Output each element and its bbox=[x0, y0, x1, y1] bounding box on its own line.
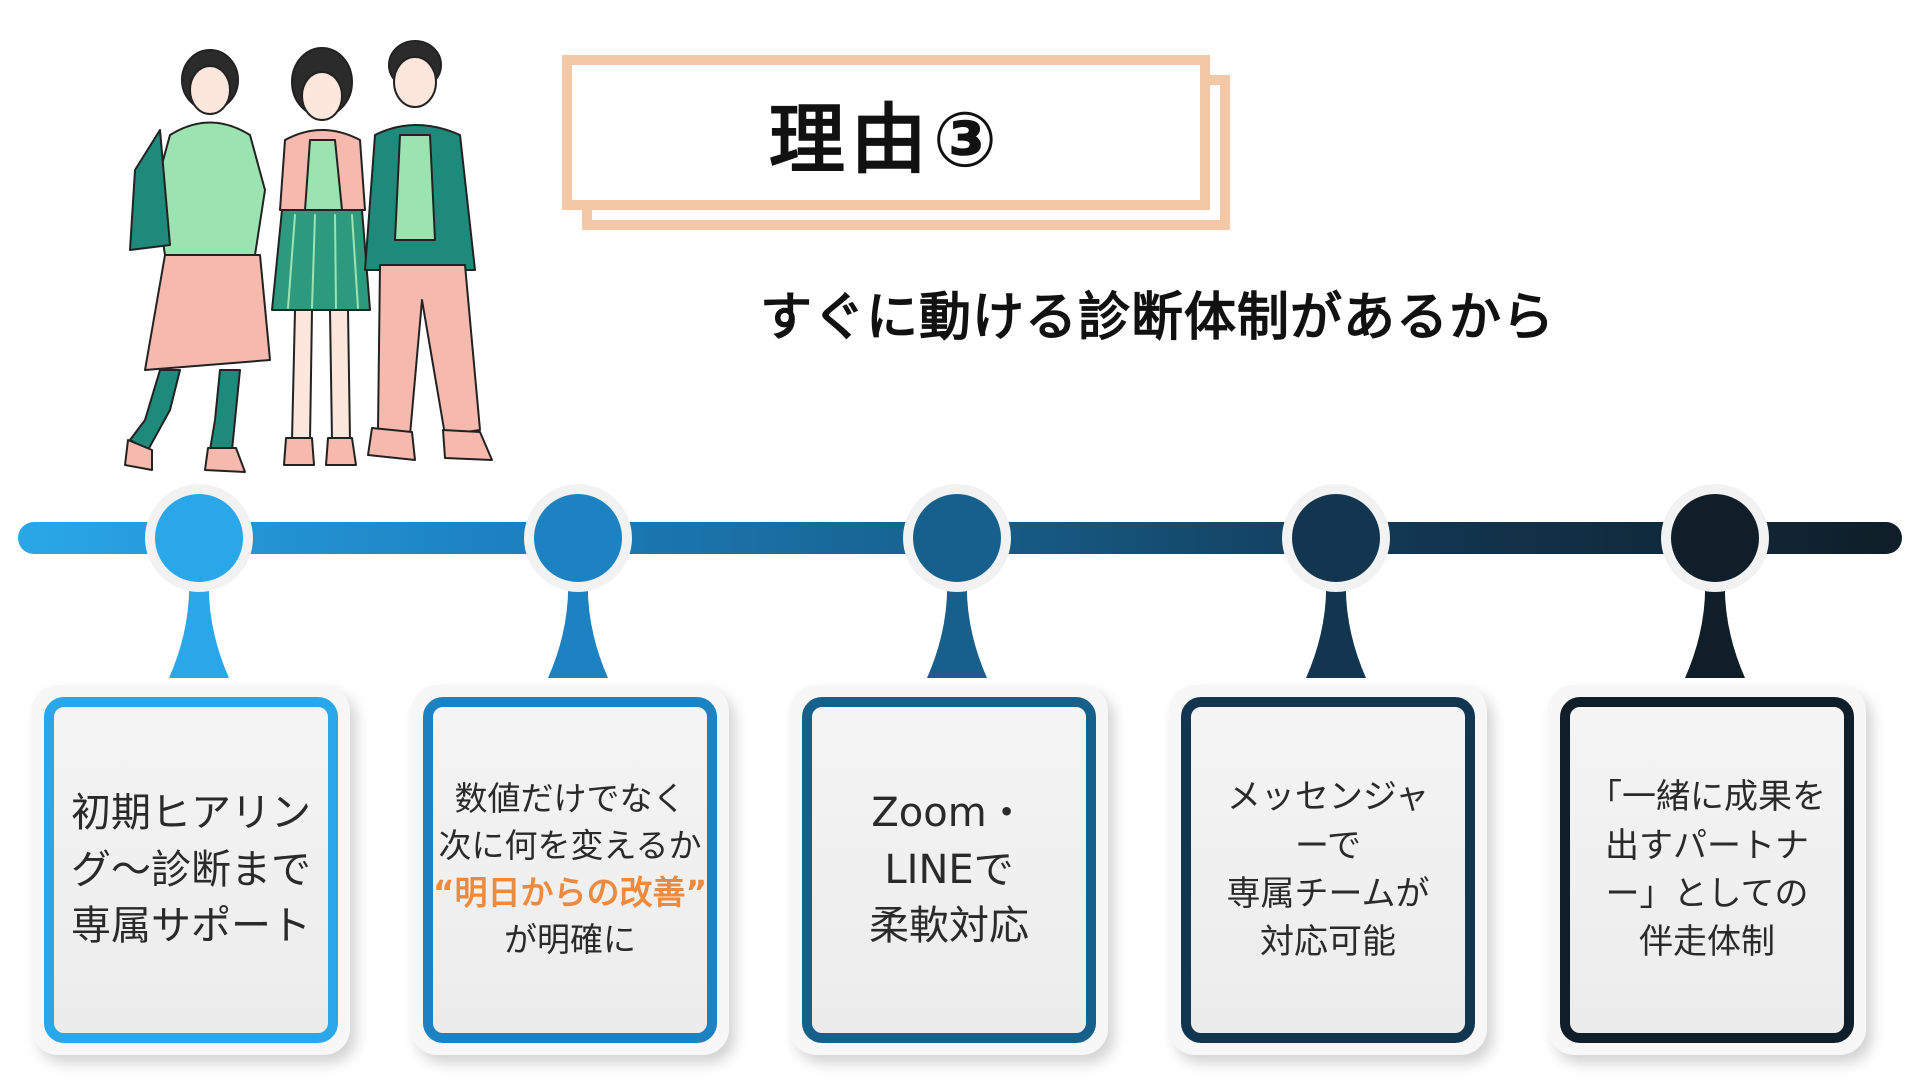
step-3-line-2: LINEで bbox=[884, 846, 1014, 893]
step-card-2-inner: 数値だけでなく 次に何を変えるか “明日からの改善” が明確に bbox=[423, 697, 717, 1043]
step-card-3-inner: Zoom・ LINEで 柔軟対応 bbox=[802, 697, 1096, 1043]
step-3-line-1: Zoom・ bbox=[871, 789, 1027, 836]
step-3-line-3: 柔軟対応 bbox=[869, 903, 1029, 950]
step-4-line-4: 対応可能 bbox=[1260, 922, 1396, 963]
step-4-line-2: ーで bbox=[1295, 825, 1361, 866]
step-card-3: Zoom・ LINEで 柔軟対応 bbox=[790, 685, 1108, 1055]
step-2-line-2: 次に何を変えるか bbox=[438, 826, 702, 866]
step-4-line-1: メッセンジャ bbox=[1226, 777, 1430, 818]
step-card-4: メッセンジャ ーで 専属チームが 対応可能 bbox=[1169, 685, 1487, 1055]
title-frame-front bbox=[562, 55, 1210, 210]
timeline-connector-4 bbox=[1306, 578, 1366, 678]
timeline-connector-2 bbox=[548, 578, 608, 678]
step-card-5-inner: 「一緒に成果を 出すパートナ ー」としての 伴走体制 bbox=[1560, 697, 1854, 1043]
three-people-illustration bbox=[124, 40, 493, 473]
timeline-node-1 bbox=[155, 494, 243, 582]
step-2-line-4: が明確に bbox=[504, 919, 636, 959]
step-card-2: 数値だけでなく 次に何を変えるか “明日からの改善” が明確に bbox=[411, 685, 729, 1055]
step-1-line-1: 初期ヒアリン bbox=[71, 789, 311, 836]
page-title: 理由③ bbox=[768, 94, 1004, 184]
timeline-node-2 bbox=[534, 494, 622, 582]
step-2-line-3-highlight: “明日からの改善” bbox=[432, 873, 708, 912]
step-5-line-3: ー」としての bbox=[1605, 874, 1809, 914]
title-box: 理由③ bbox=[562, 55, 1234, 230]
step-card-4-inner: メッセンジャ ーで 専属チームが 対応可能 bbox=[1181, 697, 1475, 1043]
step-card-1-inner: 初期ヒアリン グ〜診断まで 専属サポート bbox=[44, 697, 338, 1043]
step-5-line-2: 出すパートナ bbox=[1605, 825, 1809, 866]
timeline-node-3 bbox=[913, 494, 1001, 582]
step-4-line-3: 専属チームが bbox=[1226, 874, 1430, 914]
timeline-node-4 bbox=[1292, 494, 1380, 582]
timeline-connector-3 bbox=[927, 578, 987, 678]
step-1-line-2: グ〜診断まで bbox=[71, 846, 311, 893]
step-5-line-4: 伴走体制 bbox=[1639, 922, 1775, 963]
step-2-line-1: 数値だけでなく bbox=[454, 779, 686, 819]
step-card-1: 初期ヒアリン グ〜診断まで 専属サポート bbox=[32, 685, 350, 1055]
step-card-5: 「一緒に成果を 出すパートナ ー」としての 伴走体制 bbox=[1548, 685, 1866, 1055]
step-1-line-3: 専属サポート bbox=[71, 903, 311, 950]
subtitle: すぐに動ける診断体制があるから bbox=[760, 288, 1556, 348]
timeline-connector-5 bbox=[1685, 578, 1745, 678]
step-5-line-1: 「一緒に成果を bbox=[1588, 777, 1826, 818]
timeline-node-5 bbox=[1671, 494, 1759, 582]
timeline-connector-1 bbox=[169, 578, 229, 678]
timeline-bar bbox=[18, 484, 1902, 678]
